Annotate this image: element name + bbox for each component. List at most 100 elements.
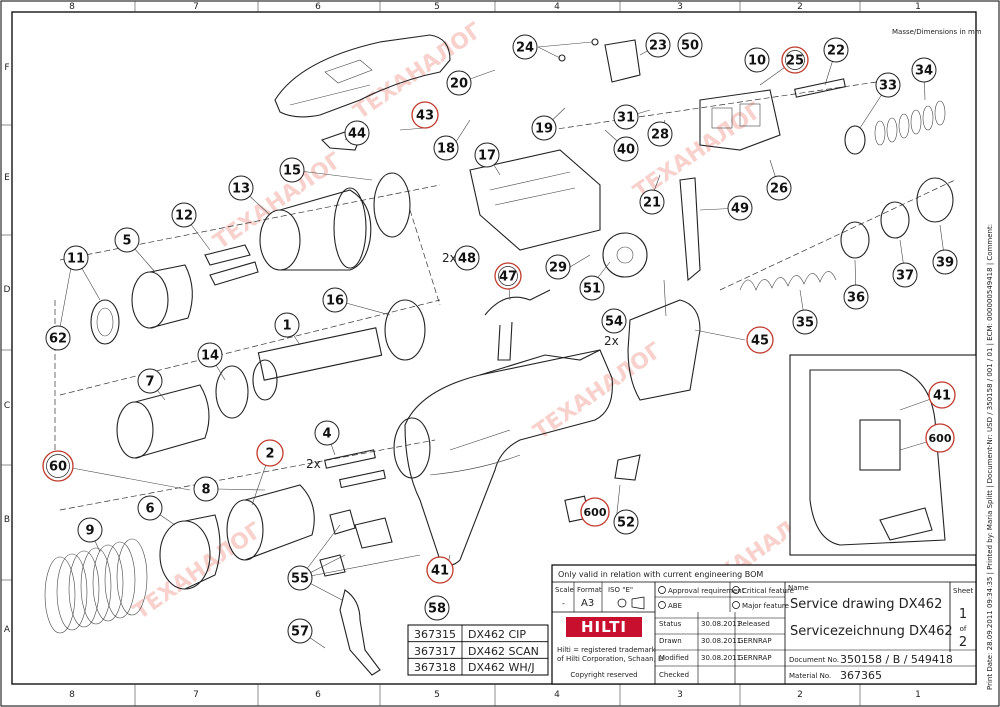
callout-52: 52 bbox=[613, 509, 639, 535]
svg-text:15: 15 bbox=[283, 164, 301, 179]
callout-26: 26 bbox=[766, 175, 792, 201]
drawing-title-de: Servicezeichnung DX462 bbox=[790, 624, 953, 639]
part-16-ring bbox=[384, 299, 426, 361]
drawn-by: GERNRAP bbox=[738, 637, 772, 645]
part-55-trigger-parts bbox=[319, 509, 393, 577]
zone-label-top: 8 bbox=[69, 2, 75, 12]
drawing-border bbox=[11, 11, 977, 685]
svg-text:34: 34 bbox=[915, 64, 933, 79]
svg-text:33: 33 bbox=[879, 79, 897, 94]
callout-44: 44 bbox=[344, 120, 370, 146]
callout-8: 8 bbox=[193, 476, 219, 502]
callout-31: 31 bbox=[613, 104, 639, 130]
svg-text:17: 17 bbox=[478, 149, 496, 164]
part-1-piston-guide bbox=[252, 327, 383, 401]
svg-text:1: 1 bbox=[282, 319, 291, 334]
zone-label-side: E bbox=[4, 173, 10, 183]
callout-60: 60 bbox=[42, 450, 74, 482]
part-4-pins bbox=[324, 449, 386, 489]
svg-text:43: 43 bbox=[416, 109, 434, 124]
callout-layer: 43 44 15 13 12 5 11 62 16 1 14 7 2 4 8 6… bbox=[42, 32, 958, 644]
part-49-lever bbox=[679, 177, 701, 282]
callout-6: 6 bbox=[137, 495, 163, 521]
zone-label-side: F bbox=[4, 63, 9, 73]
variant-part-3: 367318 bbox=[414, 661, 456, 674]
part-51-gear bbox=[602, 232, 648, 278]
iso-label: ISO "E" bbox=[608, 586, 633, 594]
callout-29: 29 bbox=[545, 254, 571, 280]
critical-checkbox[interactable] bbox=[732, 586, 740, 594]
svg-text:54: 54 bbox=[605, 315, 623, 330]
abe-checkbox[interactable] bbox=[658, 601, 666, 609]
callout-17: 17 bbox=[474, 142, 500, 168]
scale-label: Scale bbox=[555, 586, 574, 594]
variant-name-3: DX462 WH/J bbox=[468, 661, 535, 674]
part-55-trigger bbox=[339, 589, 381, 676]
callout-12: 12 bbox=[171, 202, 197, 228]
svg-text:6: 6 bbox=[145, 502, 154, 517]
critical-label: Critical feature bbox=[742, 587, 794, 595]
svg-text:5: 5 bbox=[122, 234, 131, 249]
callout-11: 11 bbox=[63, 245, 89, 271]
part-23-latch bbox=[604, 39, 641, 83]
document-no-label: Document No. bbox=[789, 656, 839, 664]
svg-text:60: 60 bbox=[49, 460, 67, 475]
callout-43: 43 bbox=[411, 101, 439, 129]
variant-table: 367315 DX462 CIP 367317 DX462 SCAN 36731… bbox=[407, 624, 549, 676]
svg-text:13: 13 bbox=[232, 182, 250, 197]
approval-label: Approval requirement bbox=[668, 587, 745, 595]
callout-41-detail: 41 bbox=[928, 381, 956, 409]
svg-text:28: 28 bbox=[651, 128, 669, 143]
drawn-date: 30.08.2011 bbox=[701, 637, 741, 645]
callout-62: 62 bbox=[45, 325, 71, 351]
zone-label-side: A bbox=[4, 625, 11, 635]
callout-1: 1 bbox=[274, 312, 300, 338]
callout-36: 36 bbox=[843, 284, 869, 310]
zone-label-bottom: 7 bbox=[193, 690, 199, 700]
approval-checkbox[interactable] bbox=[658, 586, 666, 594]
zone-label-top: 3 bbox=[677, 2, 683, 12]
callout-15: 15 bbox=[279, 157, 305, 183]
print-info-strip: Print Date: 28.09.2011 09:34:35 | Printe… bbox=[986, 224, 994, 690]
svg-text:39: 39 bbox=[936, 256, 954, 271]
material-no-label: Material No. bbox=[789, 672, 831, 680]
zone-label-top: 6 bbox=[315, 2, 321, 12]
part-47-fork bbox=[484, 289, 551, 361]
callout-18: 18 bbox=[433, 135, 459, 161]
callout-13: 13 bbox=[228, 175, 254, 201]
callout-51: 51 bbox=[579, 275, 605, 301]
svg-text:45: 45 bbox=[751, 334, 769, 349]
callout-54: 54 bbox=[601, 308, 627, 334]
svg-text:HILTI: HILTI bbox=[581, 618, 627, 636]
status-date: 30.08.2011 bbox=[701, 620, 741, 628]
svg-text:40: 40 bbox=[617, 143, 635, 158]
callout-23: 23 bbox=[645, 32, 671, 58]
svg-text:23: 23 bbox=[649, 39, 667, 54]
svg-text:600: 600 bbox=[584, 506, 607, 519]
svg-text:37: 37 bbox=[896, 269, 914, 284]
zone-label-bottom: 5 bbox=[434, 690, 440, 700]
part-35-spring bbox=[739, 271, 837, 291]
variant-part-1: 367315 bbox=[414, 628, 456, 641]
qty-45: 2x bbox=[604, 334, 619, 348]
callout-48: 48 bbox=[454, 245, 480, 271]
svg-text:41: 41 bbox=[933, 389, 951, 404]
variant-name-2: DX462 SCAN bbox=[468, 645, 539, 658]
zone-label-top: 7 bbox=[193, 2, 199, 12]
callout-33: 33 bbox=[875, 72, 901, 98]
svg-text:9: 9 bbox=[85, 524, 94, 539]
svg-text:49: 49 bbox=[731, 202, 749, 217]
major-checkbox[interactable] bbox=[732, 601, 740, 609]
callout-40: 40 bbox=[613, 136, 639, 162]
callout-39: 39 bbox=[932, 249, 958, 275]
zone-label-bottom: 1 bbox=[915, 690, 921, 700]
part-11-collar bbox=[90, 299, 120, 345]
svg-text:44: 44 bbox=[348, 127, 366, 142]
zone-label-top: 5 bbox=[434, 2, 440, 12]
callout-45: 45 bbox=[746, 326, 774, 354]
callout-2: 2 bbox=[256, 439, 284, 467]
callout-55: 55 bbox=[287, 565, 313, 591]
svg-text:21: 21 bbox=[643, 196, 661, 211]
